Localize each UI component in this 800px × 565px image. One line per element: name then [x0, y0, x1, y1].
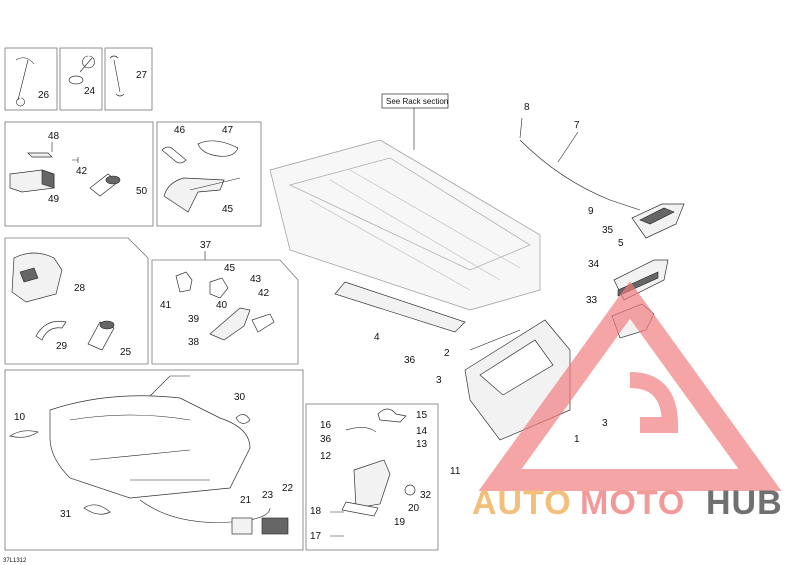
watermark-text: AUTO MOTO HUB	[472, 484, 783, 522]
callout-12: 12	[320, 451, 332, 462]
callout-27: 27	[136, 70, 148, 81]
callout-3a: 3	[436, 375, 442, 386]
callout-8: 8	[524, 102, 530, 113]
brand-auto: AUTO	[472, 484, 572, 522]
callout-11: 11	[450, 466, 461, 477]
parts-box-37: 37 41 40 39 45 43 42 38	[151, 240, 299, 365]
callout-28: 28	[74, 283, 86, 294]
watermark-logo	[478, 281, 782, 491]
parts-box-48-50: 48 49 42 50	[4, 121, 154, 227]
callout-18: 18	[310, 506, 322, 517]
callout-50: 50	[136, 186, 148, 197]
callout-29: 29	[56, 341, 68, 352]
callout-40: 40	[216, 300, 228, 311]
callout-26: 26	[38, 90, 50, 101]
callout-39: 39	[188, 314, 200, 325]
callout-24: 24	[84, 86, 96, 97]
callout-34: 34	[588, 259, 600, 270]
callout-14: 14	[416, 426, 428, 437]
callout-4: 4	[374, 332, 380, 343]
callout-16: 16	[320, 420, 332, 431]
callout-36a: 36	[404, 355, 416, 366]
callout-48: 48	[48, 131, 60, 142]
callout-32: 32	[420, 490, 432, 501]
callout-38: 38	[188, 337, 200, 348]
callout-46: 46	[174, 125, 186, 136]
brand-hub: HUB	[706, 484, 783, 522]
callout-43: 43	[250, 274, 262, 285]
callout-3b: 3	[602, 418, 608, 429]
callout-47: 47	[222, 125, 234, 136]
callout-31: 31	[60, 509, 72, 520]
callout-19: 19	[394, 517, 406, 528]
vehicle-box: 10 30 31 21 22 23	[4, 369, 304, 551]
callout-9: 9	[588, 206, 594, 217]
callout-21: 21	[240, 495, 252, 506]
callout-45b: 45	[224, 263, 236, 274]
parts-box-45-47: 46 47 45	[156, 121, 262, 227]
callout-2: 2	[444, 348, 450, 359]
callout-30: 30	[234, 392, 246, 403]
tool-box-27: 27	[104, 47, 153, 111]
parts-box-11: 16 36 12 18 17 15 14 13 11 32 20 19	[305, 403, 461, 551]
callout-17: 17	[310, 531, 322, 542]
callout-23: 23	[262, 490, 274, 501]
callout-25: 25	[120, 347, 132, 358]
callout-20: 20	[408, 503, 420, 514]
callout-41: 41	[160, 300, 172, 311]
callout-5: 5	[618, 238, 624, 249]
tool-box-26: 26	[4, 47, 58, 111]
callout-7: 7	[574, 120, 580, 131]
callout-42a: 42	[76, 166, 88, 177]
logo-triangle	[478, 281, 782, 491]
parts-box-25-29: 28 29 25	[4, 237, 149, 365]
callout-15: 15	[416, 410, 428, 421]
tool-box-24: 24	[59, 47, 103, 111]
callout-13: 13	[416, 439, 428, 450]
callout-1: 1	[574, 434, 580, 445]
callout-37: 37	[200, 240, 212, 251]
callout-22: 22	[282, 483, 294, 494]
callout-10: 10	[14, 412, 26, 423]
callout-49: 49	[48, 194, 60, 205]
drawing-code: 37L1312	[3, 558, 27, 564]
callout-45a: 45	[222, 204, 234, 215]
rack-assembly: See Rack section 4 36 2 3 1 3 8 7 9 35 5…	[269, 93, 685, 445]
callout-35: 35	[602, 225, 614, 236]
callout-42b: 42	[258, 288, 270, 299]
reference-note: See Rack section	[386, 97, 448, 106]
brand-moto: MOTO	[580, 484, 685, 522]
callout-36b: 36	[320, 434, 332, 445]
callout-33: 33	[586, 295, 598, 306]
